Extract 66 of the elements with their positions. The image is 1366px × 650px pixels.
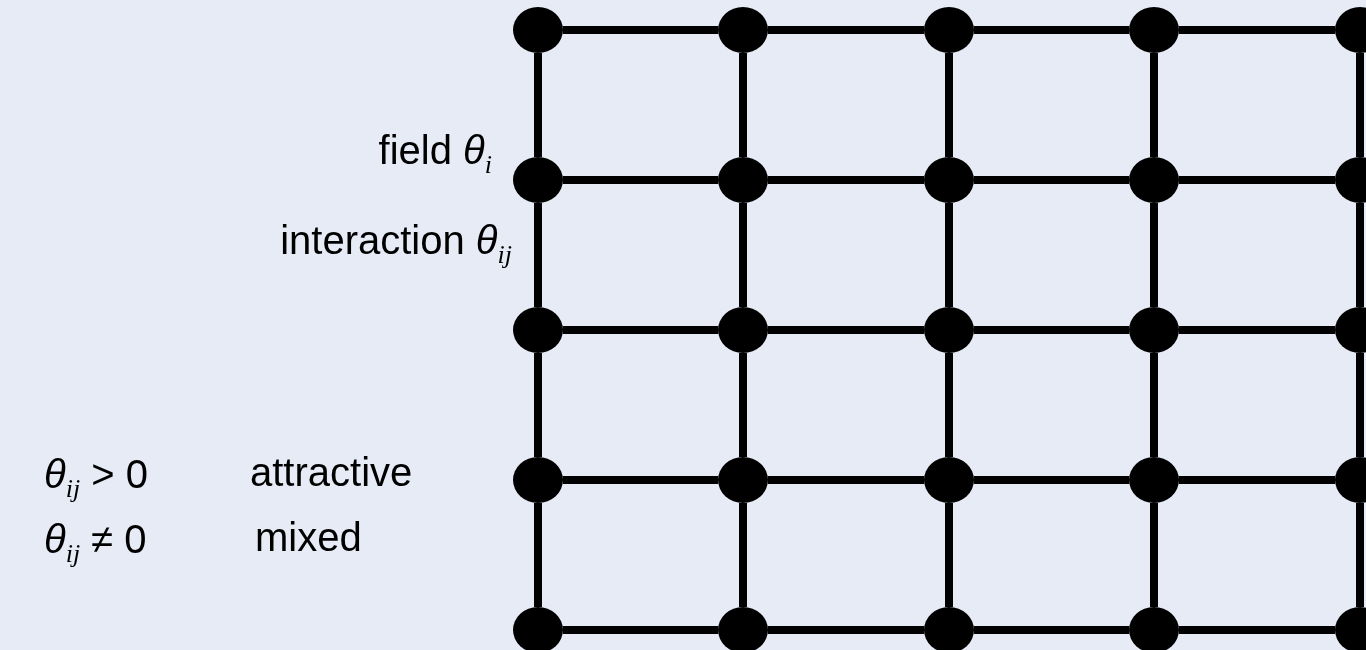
lattice-node: [1129, 7, 1179, 53]
lattice-edge: [1150, 353, 1158, 457]
lattice-edge: [768, 476, 924, 484]
lattice-node: [513, 607, 563, 650]
lattice-edge: [1179, 476, 1335, 484]
lattice-edge: [563, 176, 718, 184]
lattice-node: [924, 157, 974, 203]
lattice-node: [1129, 307, 1179, 353]
lattice-edge: [945, 203, 953, 307]
lattice-node: [924, 7, 974, 53]
lattice-node: [718, 457, 768, 503]
lattice-edge: [1179, 326, 1335, 334]
lattice-node: [1129, 157, 1179, 203]
lattice-edge: [563, 326, 718, 334]
lattice-edge: [974, 326, 1129, 334]
lattice-edge: [768, 326, 924, 334]
lattice-edge: [739, 203, 747, 307]
lattice-edge: [1179, 26, 1335, 34]
lattice-node: [924, 457, 974, 503]
field-label: field θ$_{i}$: [378, 128, 492, 180]
lattice-edge: [534, 353, 542, 457]
condition-formula: θ$_{ij}$ ≠ 0: [44, 517, 147, 569]
lattice-edge: [739, 53, 747, 157]
lattice-node: [513, 307, 563, 353]
lattice-edge: [1356, 53, 1364, 157]
lattice-edge: [974, 626, 1129, 634]
lattice-edge: [739, 353, 747, 457]
lattice-node: [1129, 457, 1179, 503]
lattice-node: [513, 157, 563, 203]
lattice-edge: [563, 626, 718, 634]
lattice-node: [513, 7, 563, 53]
lattice-edge: [974, 476, 1129, 484]
lattice-edge: [974, 26, 1129, 34]
lattice-edge: [1150, 53, 1158, 157]
lattice-edge: [974, 176, 1129, 184]
lattice-edge: [945, 503, 953, 607]
lattice-edge: [768, 176, 924, 184]
lattice-edge: [768, 26, 924, 34]
lattice-node: [718, 157, 768, 203]
lattice-node: [924, 607, 974, 650]
lattice-node: [924, 307, 974, 353]
lattice-edge: [563, 26, 718, 34]
lattice-edge: [1150, 203, 1158, 307]
interaction-label: interaction θ$_{ij}$: [280, 218, 512, 270]
lattice-node: [718, 7, 768, 53]
condition-description: mixed: [255, 515, 362, 559]
condition-formula: θ$_{ij}$ > 0: [44, 452, 148, 504]
lattice-node: [718, 607, 768, 650]
lattice-edge: [1179, 176, 1335, 184]
lattice-edge: [1356, 503, 1364, 607]
lattice-edge: [1150, 503, 1158, 607]
lattice-node: [513, 457, 563, 503]
lattice-edge: [1356, 203, 1364, 307]
condition-description: attractive: [250, 450, 413, 494]
lattice-node: [718, 307, 768, 353]
lattice-edge: [534, 203, 542, 307]
lattice-edge: [534, 503, 542, 607]
lattice-edge: [739, 503, 747, 607]
lattice-edge: [945, 53, 953, 157]
lattice-edge: [563, 476, 718, 484]
lattice-edge: [534, 53, 542, 157]
lattice-edge: [945, 353, 953, 457]
lattice-edge: [768, 626, 924, 634]
lattice-edge: [1356, 353, 1364, 457]
lattice-node: [1129, 607, 1179, 650]
lattice-edge: [1179, 626, 1335, 634]
